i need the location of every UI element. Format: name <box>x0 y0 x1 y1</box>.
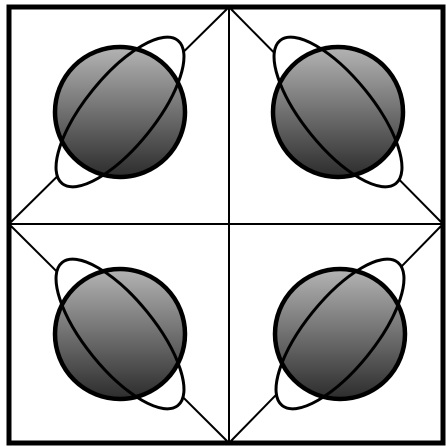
planet-sphere <box>55 47 185 177</box>
planet-sphere <box>55 269 185 399</box>
planet-sphere <box>273 47 403 177</box>
planet-bottom-left <box>33 239 206 429</box>
planet-bottom-right <box>253 239 426 429</box>
planet-sphere <box>275 269 405 399</box>
planet-top-left <box>33 17 206 207</box>
planet-top-right <box>251 17 424 207</box>
